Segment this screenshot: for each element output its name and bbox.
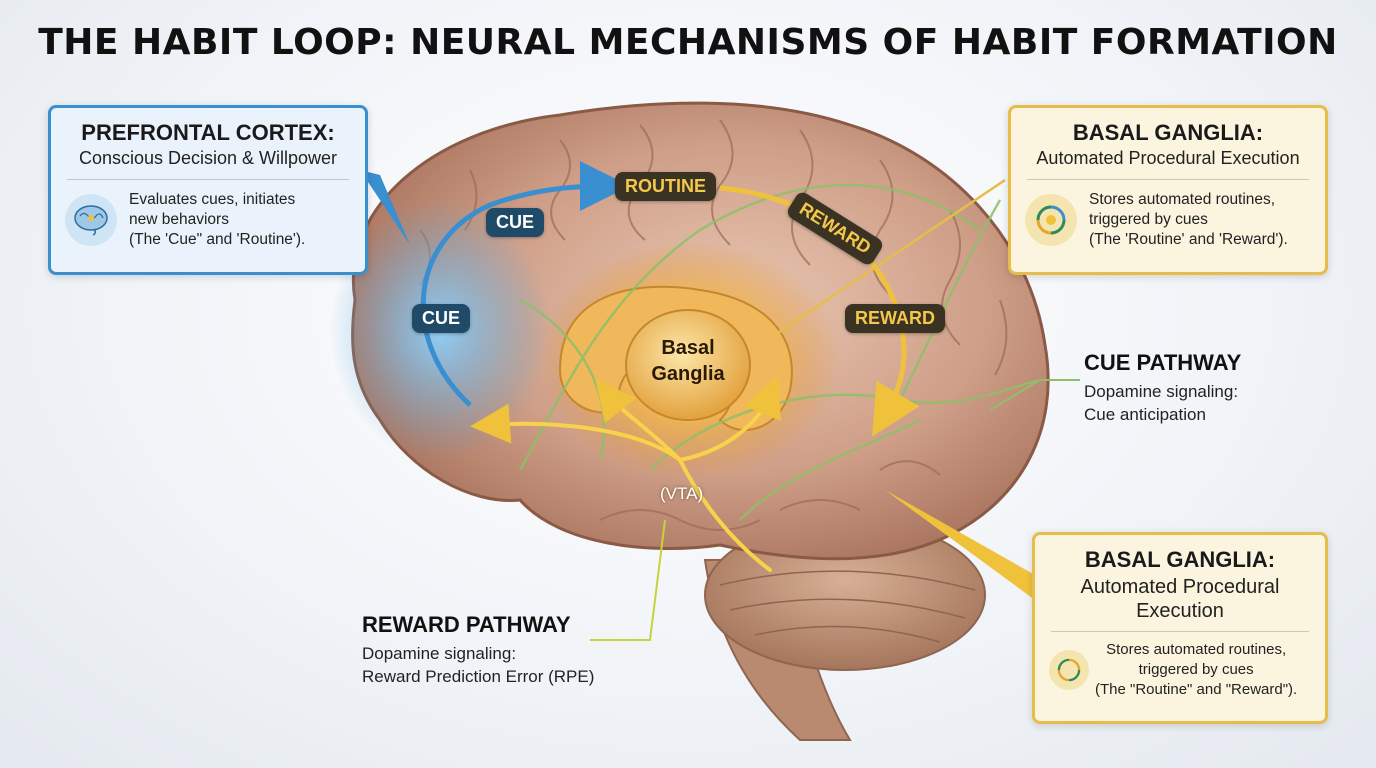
divider [1027, 179, 1309, 180]
basal-top-subheading: Automated Procedural Execution [1036, 148, 1300, 168]
reward-pathway-line: Reward Prediction Error (RPE) [362, 667, 595, 686]
basal-bottom-body-line: (The "Routine" and "Reward"). [1095, 681, 1298, 698]
prefrontal-body-line: (The 'Cue" and 'Routine'). [129, 231, 306, 248]
basal-bottom-subheading-line: Execution [1136, 600, 1224, 622]
basal-bottom-heading: BASAL GANGLIA: [1084, 547, 1276, 572]
cue-pathway-line: Dopamine signaling: [1084, 382, 1239, 401]
page-title: THE HABIT LOOP: NEURAL MECHANISMS OF HAB… [38, 22, 1338, 63]
loop-label-cue-lower: CUE [412, 304, 471, 333]
prefrontal-subheading: Conscious Decision & Willpower [78, 148, 338, 168]
reward-pathway-label: REWARD PATHWAY Dopamine signaling: Rewar… [362, 612, 594, 688]
prefrontal-body-line: new behaviors [129, 211, 229, 228]
basal-ganglia-bottom-callout: BASAL GANGLIA: Automated Procedural Exec… [1032, 532, 1328, 724]
basal-bottom-body-line: Stores automated routines, [1106, 641, 1287, 658]
vta-label: (VTA) [660, 484, 704, 503]
prefrontal-body-line: Evaluates cues, initiates [129, 191, 296, 208]
basal-ganglia-top-callout: BASAL GANGLIA: Automated Procedural Exec… [1008, 105, 1328, 275]
cue-pathway-leader [989, 379, 1080, 411]
basal-top-heading: BASAL GANGLIA: [1072, 120, 1264, 145]
brain-icon [65, 194, 117, 246]
basal-ganglia-label-line: Basal [661, 337, 715, 359]
cue-pathway-label: CUE PATHWAY Dopamine signaling: Cue anti… [1084, 350, 1241, 426]
reward-pathway-heading: REWARD PATHWAY [362, 612, 571, 637]
reward-pathway-line: Dopamine signaling: [362, 644, 517, 663]
reward-pathway-leader [590, 519, 666, 641]
basal-bottom-pointer [885, 490, 1035, 600]
basal-top-body-line: Stores automated routines, [1089, 191, 1276, 208]
cue-pathway-line: Cue anticipation [1084, 405, 1206, 424]
cue-arc [420, 161, 630, 407]
divider [67, 179, 349, 180]
loop-label-reward-lower: REWARD [845, 304, 945, 333]
basal-top-leader [774, 178, 1006, 337]
loop-label-cue-upper: CUE [486, 208, 545, 237]
cycle-arrows-icon [1049, 650, 1089, 690]
basal-bottom-subheading-line: Automated Procedural [1080, 576, 1280, 598]
loop-label-routine: ROUTINE [615, 172, 716, 201]
basal-top-body-line: (The 'Routine' and 'Reward'). [1089, 231, 1288, 248]
cycle-arrows-icon [1025, 194, 1077, 246]
basal-top-body-line: triggered by cues [1089, 211, 1208, 228]
divider [1051, 631, 1309, 632]
basal-ganglia-core [625, 309, 751, 421]
prefrontal-callout: PREFRONTAL CORTEX: Conscious Decision & … [48, 105, 368, 275]
reward-arc [719, 185, 920, 437]
cue-pathway-heading: CUE PATHWAY [1084, 350, 1242, 375]
basal-ganglia-label: Basal Ganglia [638, 335, 738, 387]
prefrontal-heading: PREFRONTAL CORTEX: [81, 120, 335, 145]
basal-ganglia-label-line: Ganglia [651, 363, 725, 385]
prefrontal-pointer [360, 170, 410, 245]
basal-bottom-body-line: triggered by cues [1138, 661, 1254, 678]
